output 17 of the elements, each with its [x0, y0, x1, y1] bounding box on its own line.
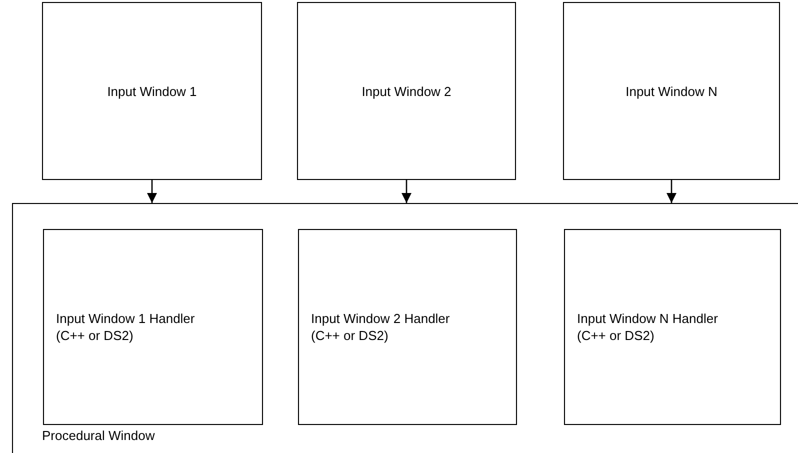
box-label: Input Window 1 — [107, 82, 197, 100]
process-box — [297, 2, 516, 180]
group-frame — [12, 203, 798, 453]
box-label: Input Window N — [626, 82, 718, 100]
box-label: Input Window 2 Handler (C++ or DS2) — [311, 310, 451, 344]
arrow — [666, 180, 676, 203]
process-box — [564, 229, 781, 425]
arrow — [402, 180, 412, 203]
process-box — [42, 2, 262, 180]
box-label: Input Window 1 Handler (C++ or DS2) — [56, 310, 196, 344]
process-box — [563, 2, 780, 180]
arrow — [147, 180, 157, 203]
process-box — [298, 229, 517, 425]
group-label: Procedural Window — [42, 427, 155, 445]
box-label: Input Window N Handler (C++ or DS2) — [577, 310, 719, 344]
process-box — [43, 229, 263, 425]
box-label: Input Window 2 — [362, 82, 452, 100]
